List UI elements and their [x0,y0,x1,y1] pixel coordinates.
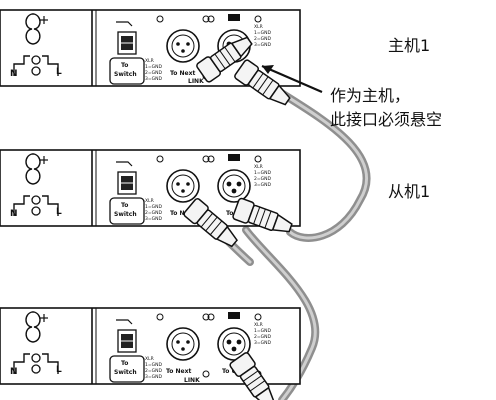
xlr-label: XLR [145,58,154,64]
label-master: 主机1 [388,36,431,55]
label-slave1: 从机1 [388,182,431,201]
power-l-label: L [56,207,62,217]
power-l-label: L [56,67,62,77]
to-label: To [121,360,128,367]
switch-label: Switch [114,71,137,78]
xlr-label-upper: XLR [254,24,263,30]
unit-slaven: N L To Switch To Next LINK To Upper XLR … [0,307,301,400]
xlr-label: XLR [145,198,154,204]
pin3-label: 3=GND [145,216,162,222]
pin1-label-upper: 1=GND [254,170,271,176]
pin2-label: 2=GND [145,210,162,216]
link-label: LINK [184,377,200,384]
xlr-label-upper: XLR [254,164,263,170]
unit-slave1: N L To Switch To Next To Upper XLR 1=GND… [0,149,301,253]
pin2-label-upper: 2=GND [254,334,271,340]
callout-arrowhead [262,65,274,74]
power-n-label: N [10,367,18,377]
power-n-label: N [10,69,18,79]
pin1-label-upper: 1=GND [254,30,271,36]
pin2-label-upper: 2=GND [254,176,271,182]
link-label: LINK [188,78,204,85]
to-next-label: To Next [166,368,191,375]
pin2-label: 2=GND [145,70,162,76]
pin1-label: 1=GND [145,204,162,210]
pin1-label-upper: 1=GND [254,328,271,334]
note-line2: 此接口必须悬空 [330,110,443,129]
to-label: To [121,202,128,209]
pin1-label: 1=GND [145,64,162,70]
unit-master: N L To Switch To Next LINK XLR 1=GND 2=G… [0,9,301,112]
power-l-label: L [56,365,62,375]
pin3-label-upper: 3=GND [254,340,271,346]
switch-label: Switch [114,211,137,218]
xlr-label-upper: XLR [254,322,263,328]
to-next-label: To Next [170,210,195,217]
pin1-label: 1=GND [145,362,162,368]
pin3-label: 3=GND [145,374,162,380]
to-label: To [121,62,128,69]
callout-arrow [261,64,323,94]
to-next-label: To Next [170,70,195,77]
pin3-label-upper: 3=GND [254,182,271,188]
switch-label: Switch [114,369,137,376]
pin3-label-upper: 3=GND [254,42,271,48]
note-line1: 作为主机， [330,86,411,105]
pin2-label: 2=GND [145,368,162,374]
pin3-label: 3=GND [145,76,162,82]
xlr-label: XLR [145,356,154,362]
power-n-label: N [10,209,18,219]
pin2-label-upper: 2=GND [254,36,271,42]
